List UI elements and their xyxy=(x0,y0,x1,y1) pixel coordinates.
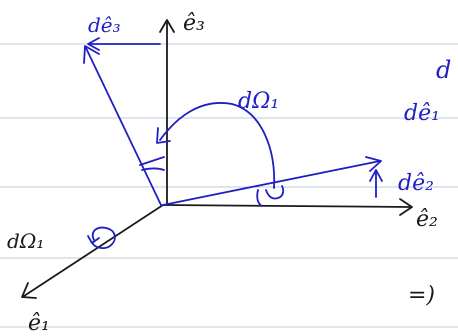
e1-rotation-curl-arrowhead xyxy=(87,235,100,244)
angle-mark-e3 xyxy=(139,156,165,166)
axes xyxy=(21,19,413,299)
angle-mark-e2-b xyxy=(265,185,285,200)
label-de2: dê₂ xyxy=(398,171,434,196)
label-e3: ê₃ xyxy=(183,11,205,36)
rotated-e2-vector xyxy=(162,160,381,206)
rotation-arc xyxy=(159,102,276,189)
blue-annotations xyxy=(83,37,383,249)
blue-labels: dê₃ dΩ₁ dê₂ d dê₁ xyxy=(88,13,451,196)
label-dOmega-top: dΩ₁ xyxy=(238,89,279,114)
label-dOmega-left: dΩ₁ xyxy=(7,229,44,253)
angle-mark-e2 xyxy=(256,189,263,207)
black-labels: ê₃ ê₂ ê₁ dΩ₁ =) xyxy=(7,11,438,336)
axis-e1-arrowhead xyxy=(21,282,37,299)
rotated-e3-arrowhead xyxy=(83,45,100,64)
axis-e2-arrowhead xyxy=(399,198,413,216)
label-side-top: d xyxy=(436,56,451,84)
ruled-lines xyxy=(0,43,458,328)
angle-mark-e3-b xyxy=(141,167,165,171)
rotated-e3-vector xyxy=(85,47,162,206)
de2-arrowhead xyxy=(369,169,383,182)
label-e2: ê₂ xyxy=(416,207,438,232)
de3-arrowhead xyxy=(87,37,100,51)
axis-e1 xyxy=(23,204,164,297)
e1-rotation-curl xyxy=(91,226,116,249)
label-side-mid: dê₁ xyxy=(404,101,440,126)
label-e1: ê₁ xyxy=(28,311,50,336)
axis-e3-arrowhead xyxy=(159,19,175,33)
rotated-e2-arrowhead xyxy=(365,156,382,172)
label-side-bottom: =) xyxy=(408,283,435,308)
label-de3: dê₃ xyxy=(88,13,121,37)
rotation-arc-arrowhead xyxy=(156,127,171,144)
axis-e2 xyxy=(162,204,411,208)
